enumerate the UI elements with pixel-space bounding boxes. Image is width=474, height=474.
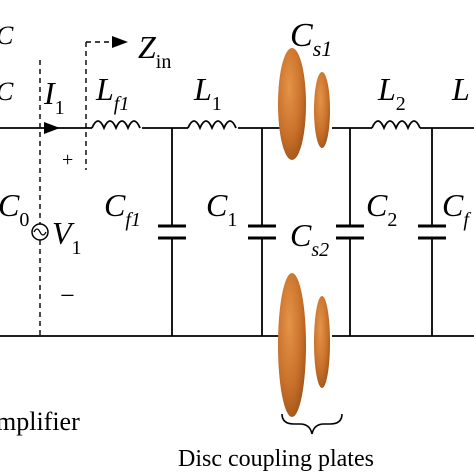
label-cs2: Cs2 [290,217,329,261]
dashed-lines [39,41,112,336]
cut-label-mid: C [0,77,14,106]
label-disc-coupling-plates: Disc coupling plates [178,446,374,472]
label-minus: − [60,281,75,310]
cut-label-top: C [0,21,14,50]
plate-top-small [314,72,330,148]
current-arrow-icon [44,122,60,134]
curly-brace-icon [281,413,343,435]
plate-bottom-small [314,296,330,388]
inductors [91,120,421,131]
label-lf1: Lf1 [95,71,129,115]
label-l2: L2 [377,71,406,115]
inductor-lf1 [91,120,141,131]
label-c1: C1 [206,187,237,231]
wires [0,127,474,337]
label-plus: + [62,149,73,171]
label-zin: Zin [138,29,171,73]
label-cf-cut: Cf [442,187,471,231]
label-l-cut: L [451,71,470,107]
plate-top-large [278,48,306,160]
label-cs1: Cs1 [290,17,332,61]
label-amplifier: mplifier [0,407,80,436]
label-cf1: Cf1 [104,187,141,231]
plate-bottom-large [278,273,306,417]
disc-coupling-plates [278,48,330,417]
ac-wave-icon [33,228,47,236]
inductor-l1 [187,120,237,131]
capacitor-plates [158,224,446,240]
label-c0: C0 [0,187,29,231]
zin-arrow-icon [112,36,128,48]
label-i1: I1 [43,75,65,119]
label-c2: C2 [366,187,397,231]
inductor-l2 [371,120,421,131]
label-v1: V1 [52,215,82,259]
label-l1: L1 [193,71,222,115]
